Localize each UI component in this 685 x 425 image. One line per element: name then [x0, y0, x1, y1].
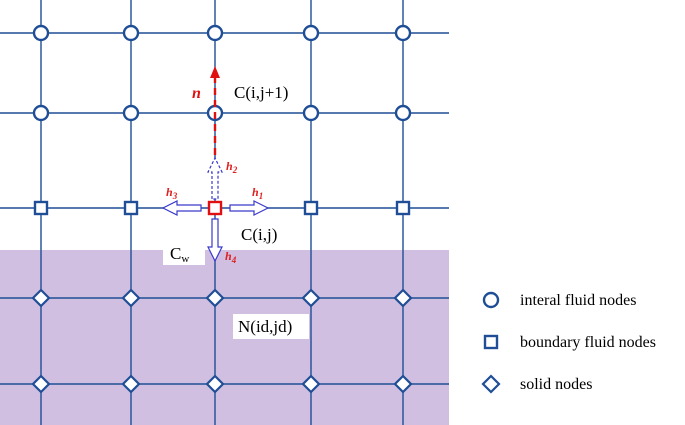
legend: interal fluid nodes boundary fluid nodes… [481, 291, 656, 394]
boundary-fluid-node [33, 200, 49, 216]
interior-fluid-node [122, 24, 140, 42]
solid-nodes [31, 288, 413, 394]
interior-fluid-node [394, 104, 412, 122]
solid-neighbor-label: N(id,jd) [238, 317, 292, 336]
boundary-fluid-node [395, 200, 411, 216]
h4-arrow [207, 218, 223, 263]
solid-node [301, 374, 321, 394]
legend-diamond-icon [481, 374, 501, 394]
h1-label: h1 [252, 185, 263, 201]
interior-fluid-node [394, 24, 412, 42]
interior-fluid-node [32, 24, 50, 42]
solid-node [121, 374, 141, 394]
neighbor-node-label: C(i,j+1) [234, 83, 288, 102]
boundary-fluid-nodes [33, 200, 411, 216]
solid-node [121, 288, 141, 308]
legend-circle-icon [482, 291, 500, 309]
wall-concentration-box [163, 242, 205, 265]
interior-fluid-node [122, 104, 140, 122]
h2-arrow [207, 156, 223, 200]
h3-label: h3 [166, 185, 178, 201]
boundary-fluid-node [123, 200, 139, 216]
legend-label-boundary: boundary fluid nodes [520, 334, 656, 351]
interior-fluid-node [302, 24, 320, 42]
solid-node [301, 288, 321, 308]
solid-node [31, 374, 51, 394]
legend-square-icon [483, 334, 499, 350]
solid-node [205, 288, 225, 308]
boundary-fluid-node [303, 200, 319, 216]
interior-fluid-node [302, 104, 320, 122]
legend-label-solid: solid nodes [520, 376, 592, 393]
interior-fluid-node [32, 104, 50, 122]
h2-label: h2 [226, 159, 238, 175]
normal-vector-arrowhead [210, 66, 220, 78]
solid-node [205, 374, 225, 394]
current-node-label: C(i,j) [241, 225, 277, 244]
wall-concentration-label: Cw [170, 244, 189, 265]
solid-node [31, 288, 51, 308]
interior-fluid-nodes [32, 24, 412, 122]
h1-arrow [229, 200, 270, 216]
h3-arrow [161, 200, 202, 216]
solid-node [393, 374, 413, 394]
h4-label: h4 [225, 249, 237, 265]
legend-label-interior: interal fluid nodes [520, 292, 636, 309]
normal-label: n [192, 85, 201, 102]
solid-neighbor-box [233, 314, 309, 339]
solid-region [0, 250, 449, 425]
interior-fluid-node [206, 24, 224, 42]
solid-node [393, 288, 413, 308]
current-node-marker [207, 200, 223, 216]
